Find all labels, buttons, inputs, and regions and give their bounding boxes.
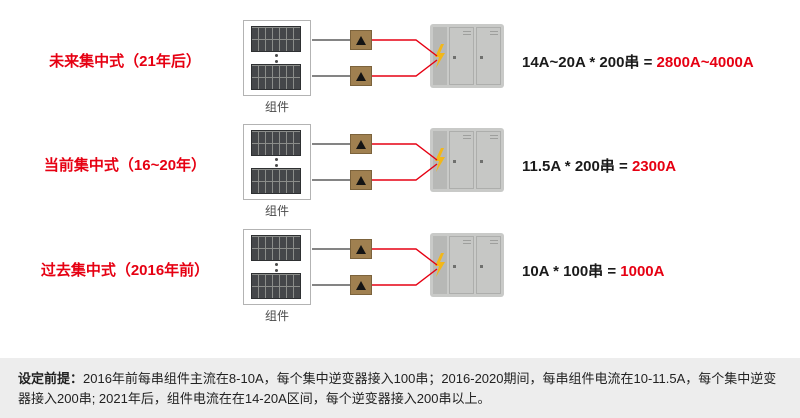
warning-triangle-icon [356,280,366,290]
fuse-box-icon [350,239,372,259]
door-handle-icon [453,265,456,268]
cabinet-power-strip [433,236,447,294]
pv-module-group [243,20,311,96]
lightning-bolt-icon [435,44,445,68]
door-handle-icon [480,265,483,268]
footnote-prefix: 设定前提： [18,371,84,386]
cabinet-door [449,27,474,85]
row-label: 过去集中式（2016年前） [40,262,210,279]
diagram-row-future: 未来集中式（21年后） 组件 14A~20A * 200串 = 2800A~4 [0,10,800,114]
formula-result: 1000A [620,263,665,280]
cabinet-door [476,236,501,294]
door-handle-icon [480,56,483,59]
door-handle-icon [453,56,456,59]
footnote-body: 2016年前每串组件主流在8-10A，每个集中逆变器接入100串；2016-20… [18,371,777,407]
row-label: 当前集中式（16~20年） [43,157,207,174]
fuse-box-icon [350,66,372,86]
pv-panel-icon [251,273,301,299]
assumption-footnote: 设定前提：2016年前每串组件主流在8-10A，每个集中逆变器接入100串；20… [0,358,800,418]
inverter-cabinet-icon [430,24,504,88]
inverter-cabinet-icon [430,128,504,192]
cabinet-door [476,27,501,85]
ellipsis-dots-icon [275,263,278,275]
pv-panel-icon [251,64,301,90]
warning-triangle-icon [356,175,366,185]
formula-expression: 14A~20A * 200串 = [522,54,657,71]
fuse-box-icon [350,134,372,154]
fuse-box-icon [350,170,372,190]
pv-panel-icon [251,130,301,156]
current-formula: 11.5A * 200串 = 2300A [522,155,676,176]
pv-module-group [243,229,311,305]
cabinet-power-strip [433,27,447,85]
pv-panel-icon [251,235,301,261]
diagram-row-current: 当前集中式（16~20年） 组件 11.5A * 200串 = 2300A [0,114,800,218]
wiring-lines [312,143,438,181]
fuse-box-icon [350,275,372,295]
diagram-row-past: 过去集中式（2016年前） 组件 10A * 100串 = 1000A [0,219,800,323]
pv-panel-icon [251,26,301,52]
fuse-box-icon [350,30,372,50]
current-formula: 10A * 100串 = 1000A [522,260,664,281]
pv-panel-icon [251,168,301,194]
formula-expression: 10A * 100串 = [522,263,621,280]
wiring-lines [312,248,438,286]
door-handle-icon [453,160,456,163]
lightning-bolt-icon [435,148,445,172]
formula-result: 2300A [631,158,677,175]
current-formula: 14A~20A * 200串 = 2800A~4000A [522,51,754,72]
door-handle-icon [480,160,483,163]
warning-triangle-icon [356,139,366,149]
pv-module-group [243,124,311,200]
module-caption: 组件 [264,100,289,114]
wiring-lines [312,39,438,77]
cabinet-door [449,236,474,294]
formula-expression: 11.5A * 200串 = [522,158,632,175]
formula-result: 2800A~4000A [656,54,754,71]
warning-triangle-icon [356,71,366,81]
inverter-cabinet-icon [430,233,504,297]
row-label: 未来集中式（21年后） [49,53,201,70]
cabinet-door [449,131,474,189]
cabinet-power-strip [433,131,447,189]
module-caption: 组件 [264,204,289,218]
warning-triangle-icon [356,244,366,254]
module-caption: 组件 [264,309,289,323]
ellipsis-dots-icon [275,158,278,170]
cabinet-door [476,131,501,189]
lightning-bolt-icon [435,253,445,277]
ellipsis-dots-icon [275,54,278,66]
warning-triangle-icon [356,35,366,45]
